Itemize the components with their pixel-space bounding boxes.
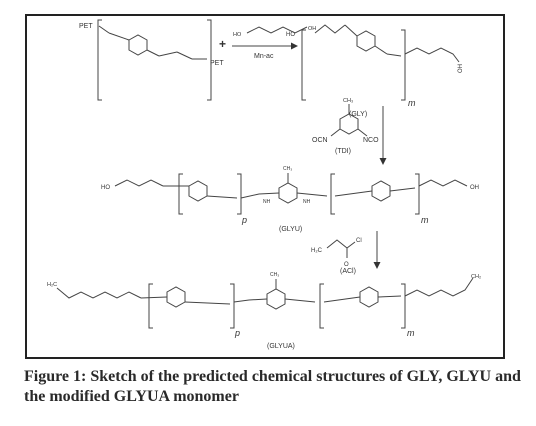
tdi-structure — [330, 104, 368, 137]
glyu-ho-label: HO — [101, 185, 110, 191]
acl-cl-label: Cl — [356, 238, 362, 244]
pet-label-right: PET — [210, 60, 224, 67]
glyua-ch2-label: CH₂ — [471, 274, 481, 280]
glyua-m-subscript: m — [407, 328, 415, 338]
glycol-ho-label: HO — [233, 32, 242, 38]
reaction-scheme: PET PET + HO OH Mn-ac HO OH m (GLY) CH₃ … — [47, 19, 481, 350]
glyu-m-subscript: m — [421, 215, 429, 225]
glycol-oh-label: OH — [308, 26, 316, 32]
glyu-ch3-label: CH₃ — [283, 166, 292, 172]
acl-o-label: O — [344, 262, 349, 268]
tdi-ch3-label: CH₃ — [343, 98, 353, 104]
pet-label-left: PET — [79, 23, 93, 30]
gly-m-subscript: m — [408, 98, 416, 108]
acl-h2c-label: H₂C — [311, 248, 323, 254]
glyua-p-subscript: p — [234, 328, 240, 338]
plus-sign: + — [219, 37, 226, 51]
acl-structure — [326, 239, 356, 258]
gly-label: (GLY) — [349, 111, 367, 118]
tdi-ocn-label: OCN — [312, 137, 328, 144]
glyu-structure — [114, 173, 468, 215]
glyu-nh-left-label: NH — [263, 199, 271, 205]
gly-oh-label: OH — [458, 64, 464, 73]
pet-structure — [97, 19, 212, 101]
tdi-label: (TDI) — [335, 148, 351, 155]
gly-structure — [301, 24, 460, 101]
glyu-oh-label: OH — [470, 185, 479, 191]
glyua-label: (GLYUA) — [267, 343, 295, 350]
glyu-nh-right-label: NH — [303, 199, 311, 205]
catalyst-label: Mn-ac — [254, 53, 274, 60]
figure-frame — [25, 14, 505, 359]
acl-label: (ACl) — [340, 268, 356, 275]
glyu-label: (GLYU) — [279, 226, 302, 233]
glycol-structure — [246, 26, 308, 34]
glyua-structure — [56, 277, 474, 329]
glyua-ch3-label: CH₃ — [270, 272, 279, 278]
gly-ho-label: HO — [286, 32, 295, 38]
glyua-h2c-label: H₂C — [47, 282, 57, 288]
tdi-nco-label: NCO — [363, 137, 379, 144]
glyu-p-subscript: p — [241, 215, 247, 225]
figure-caption: Figure 1: Sketch of the predicted chemic… — [24, 368, 521, 405]
